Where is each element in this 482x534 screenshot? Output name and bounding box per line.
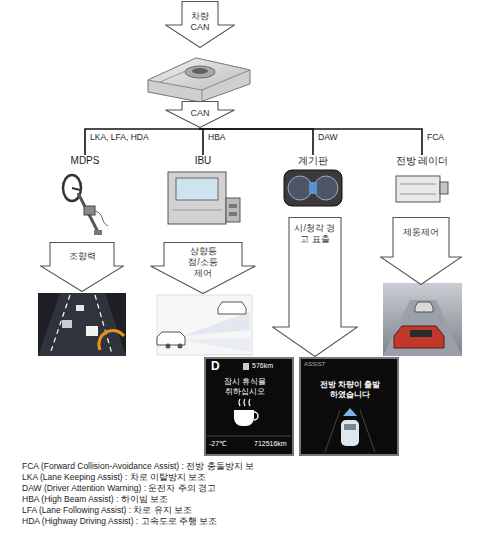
abbreviation-note: LKA (Lane Keeping Assist) : 차로 이탈방지 보조 (22, 472, 206, 482)
screen-text: -27℃ (209, 440, 227, 448)
arrow-shape (273, 218, 358, 357)
component-name: 전방 레이더 (370, 155, 474, 167)
abbreviation-note: HBA (High Beam Assist) : 하이빔 보조 (22, 494, 168, 504)
arrow-shape (151, 243, 256, 294)
arrow-text: 조향력 (52, 251, 112, 262)
component-box: IBU (160, 155, 246, 241)
signal-label: HBA (208, 132, 225, 142)
flow-arrow: 차량 CAN (165, 1, 235, 48)
component-name: MDPS (40, 155, 130, 167)
bus-connector (200, 128, 313, 155)
arrow-text: 상향등 점/소등 제어 (186, 246, 220, 279)
flow-arrow: 시/청각 경고 표출 (272, 217, 358, 357)
component-box: MDPS (60, 155, 110, 241)
bus-line (85, 128, 200, 155)
camera-unit (148, 58, 250, 102)
bus-connector (85, 128, 200, 155)
component-name: 계기판 (260, 155, 366, 167)
abbreviation-note: DAW (Driver Attention Warning) : 운전자 주의 … (22, 483, 216, 493)
lane-picture (38, 293, 126, 356)
component-name: IBU (140, 155, 266, 167)
bus-connector (200, 128, 203, 155)
bus-line (200, 128, 203, 155)
flow-arrow: 제동제어 (380, 217, 462, 285)
cluster-screens (205, 358, 398, 455)
cluster-illustration (284, 170, 342, 206)
arrow-shape (41, 243, 124, 292)
screen-text: 712516km (254, 440, 287, 448)
abbreviation-note: LFA (Lane Following Assist) : 차로 유지 보조 (22, 505, 192, 515)
abbreviation-note: HDA (Highway Driving Assist) : 고속도로 주행 보… (22, 516, 217, 526)
component-box: 전방 레이더 (390, 155, 454, 213)
braking-picture (383, 283, 462, 356)
signal-label: DAW (318, 132, 338, 142)
arrow-shape (166, 102, 235, 128)
high-beam-picture (157, 295, 252, 355)
screen-text: 잠시 휴식을 취하십시오 (220, 377, 270, 396)
radar-illustration (396, 176, 448, 202)
bus-connector (200, 128, 422, 155)
bus-line (200, 128, 422, 155)
steering-illustration (63, 175, 108, 235)
signal-label: FCA (427, 132, 444, 142)
ibu-illustration (168, 172, 240, 224)
bus-line (200, 128, 313, 155)
screen-text: ASSIST (304, 361, 325, 368)
arrow-text: CAN (185, 108, 215, 119)
arrow-text: 시/청각 경고 표출 (293, 223, 337, 245)
flow-arrow: CAN (165, 101, 235, 128)
arrow-outline (40, 242, 124, 292)
arrow-text: 제동제어 (395, 227, 447, 238)
abbreviation-note: FCA (Forward Collision-Avoidance Assist)… (22, 461, 254, 471)
screen-text: 전방 차량이 출발하였습니다 (318, 380, 382, 399)
flow-arrow: 상향등 점/소등 제어 (150, 242, 256, 294)
arrow-text: 차량 CAN (188, 11, 212, 33)
screen-text: 576km (252, 362, 273, 370)
arrow-shape (381, 218, 462, 285)
signal-label: LKA, LFA, HDA (90, 132, 149, 142)
flow-arrow: 조향력 (40, 242, 124, 292)
component-box: 계기판 (280, 155, 346, 213)
arrow-shape (166, 2, 235, 48)
screen-text: D (211, 359, 220, 373)
